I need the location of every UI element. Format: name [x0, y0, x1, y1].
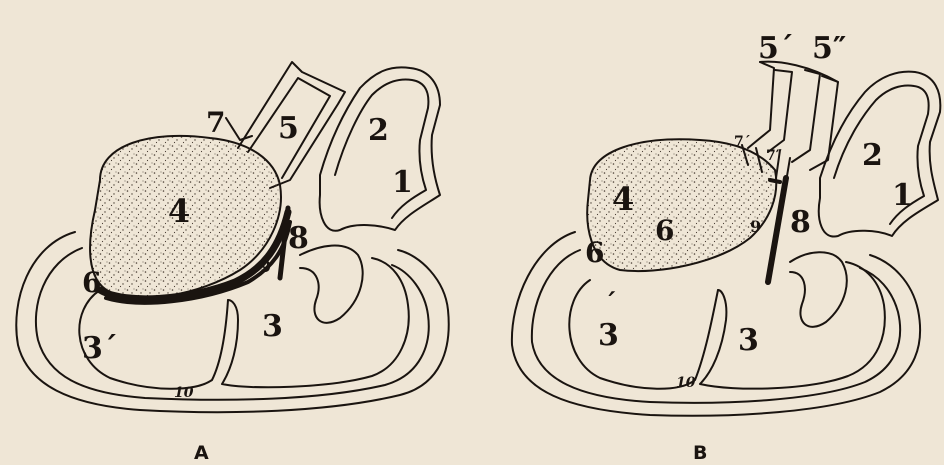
panel-a-valve-notch [226, 118, 252, 140]
panel-b-label-7-prime: 7´ [734, 134, 751, 150]
panel-a-right-ventricle-loop [300, 246, 363, 323]
panel-b-septal-tip [770, 180, 780, 182]
panel-a-label-1: 1 [392, 165, 413, 200]
panel-b-label-6b: 6 [585, 236, 604, 269]
panel-a-label-4: 4 [168, 192, 190, 230]
panel-a-label-2: 2 [368, 113, 389, 148]
panel-b-label-10: 10 [676, 375, 696, 391]
panel-a-label-10: 10 [174, 385, 194, 401]
panel-b-label-9: 9 [750, 217, 761, 236]
panel-b: 1 2 3 3 ´ 4 5´ 5″ 6 6 7´ 7″ 8 9 10 B [512, 31, 940, 464]
panel-b-vessel-5-double-prime [792, 70, 820, 162]
panel-b-label-1: 1 [892, 178, 913, 213]
panel-b-label-8: 8 [790, 205, 811, 240]
panel-b-label-7-double-prime: 7″ [766, 148, 782, 164]
panel-a-caption: A [194, 442, 209, 464]
panel-a-right-atrium [320, 67, 440, 230]
panel-a-label-5: 5 [278, 111, 299, 146]
panel-b-ventricle-inner-wall [532, 250, 900, 403]
panel-a-label-3-prime: 3´ [82, 331, 118, 366]
panel-a-label-8: 8 [288, 221, 309, 256]
panel-a-label-6: 6 [82, 266, 101, 299]
panel-a: 1 2 3 3´ 4 5 6 7 8 9 10 A [16, 62, 448, 464]
panel-b-caption: B [693, 442, 707, 464]
panel-b-right-ventricle-loop [790, 252, 847, 327]
panel-b-label-5-prime: 5´ [758, 31, 794, 66]
panel-b-label-3: 3 [738, 323, 759, 358]
panel-b-label-3-prime: 3 [598, 318, 619, 353]
panel-b-prime-mark-3: ´ [604, 289, 617, 319]
panel-b-left-ventricle-cavity [569, 280, 718, 389]
panel-b-label-4: 4 [612, 180, 634, 218]
panel-a-label-3: 3 [262, 309, 283, 344]
panel-b-label-5-double-prime: 5″ [812, 31, 846, 66]
panel-a-right-atrium-inner [335, 80, 428, 218]
panel-a-label-9: 9 [260, 257, 271, 276]
panel-b-vessel-5-prime [748, 62, 774, 148]
panel-b-label-6a: 6 [655, 214, 674, 247]
panel-b-ventricular-septum [700, 262, 885, 389]
panel-b-label-2: 2 [862, 138, 883, 173]
panel-a-label-7: 7 [206, 106, 225, 139]
